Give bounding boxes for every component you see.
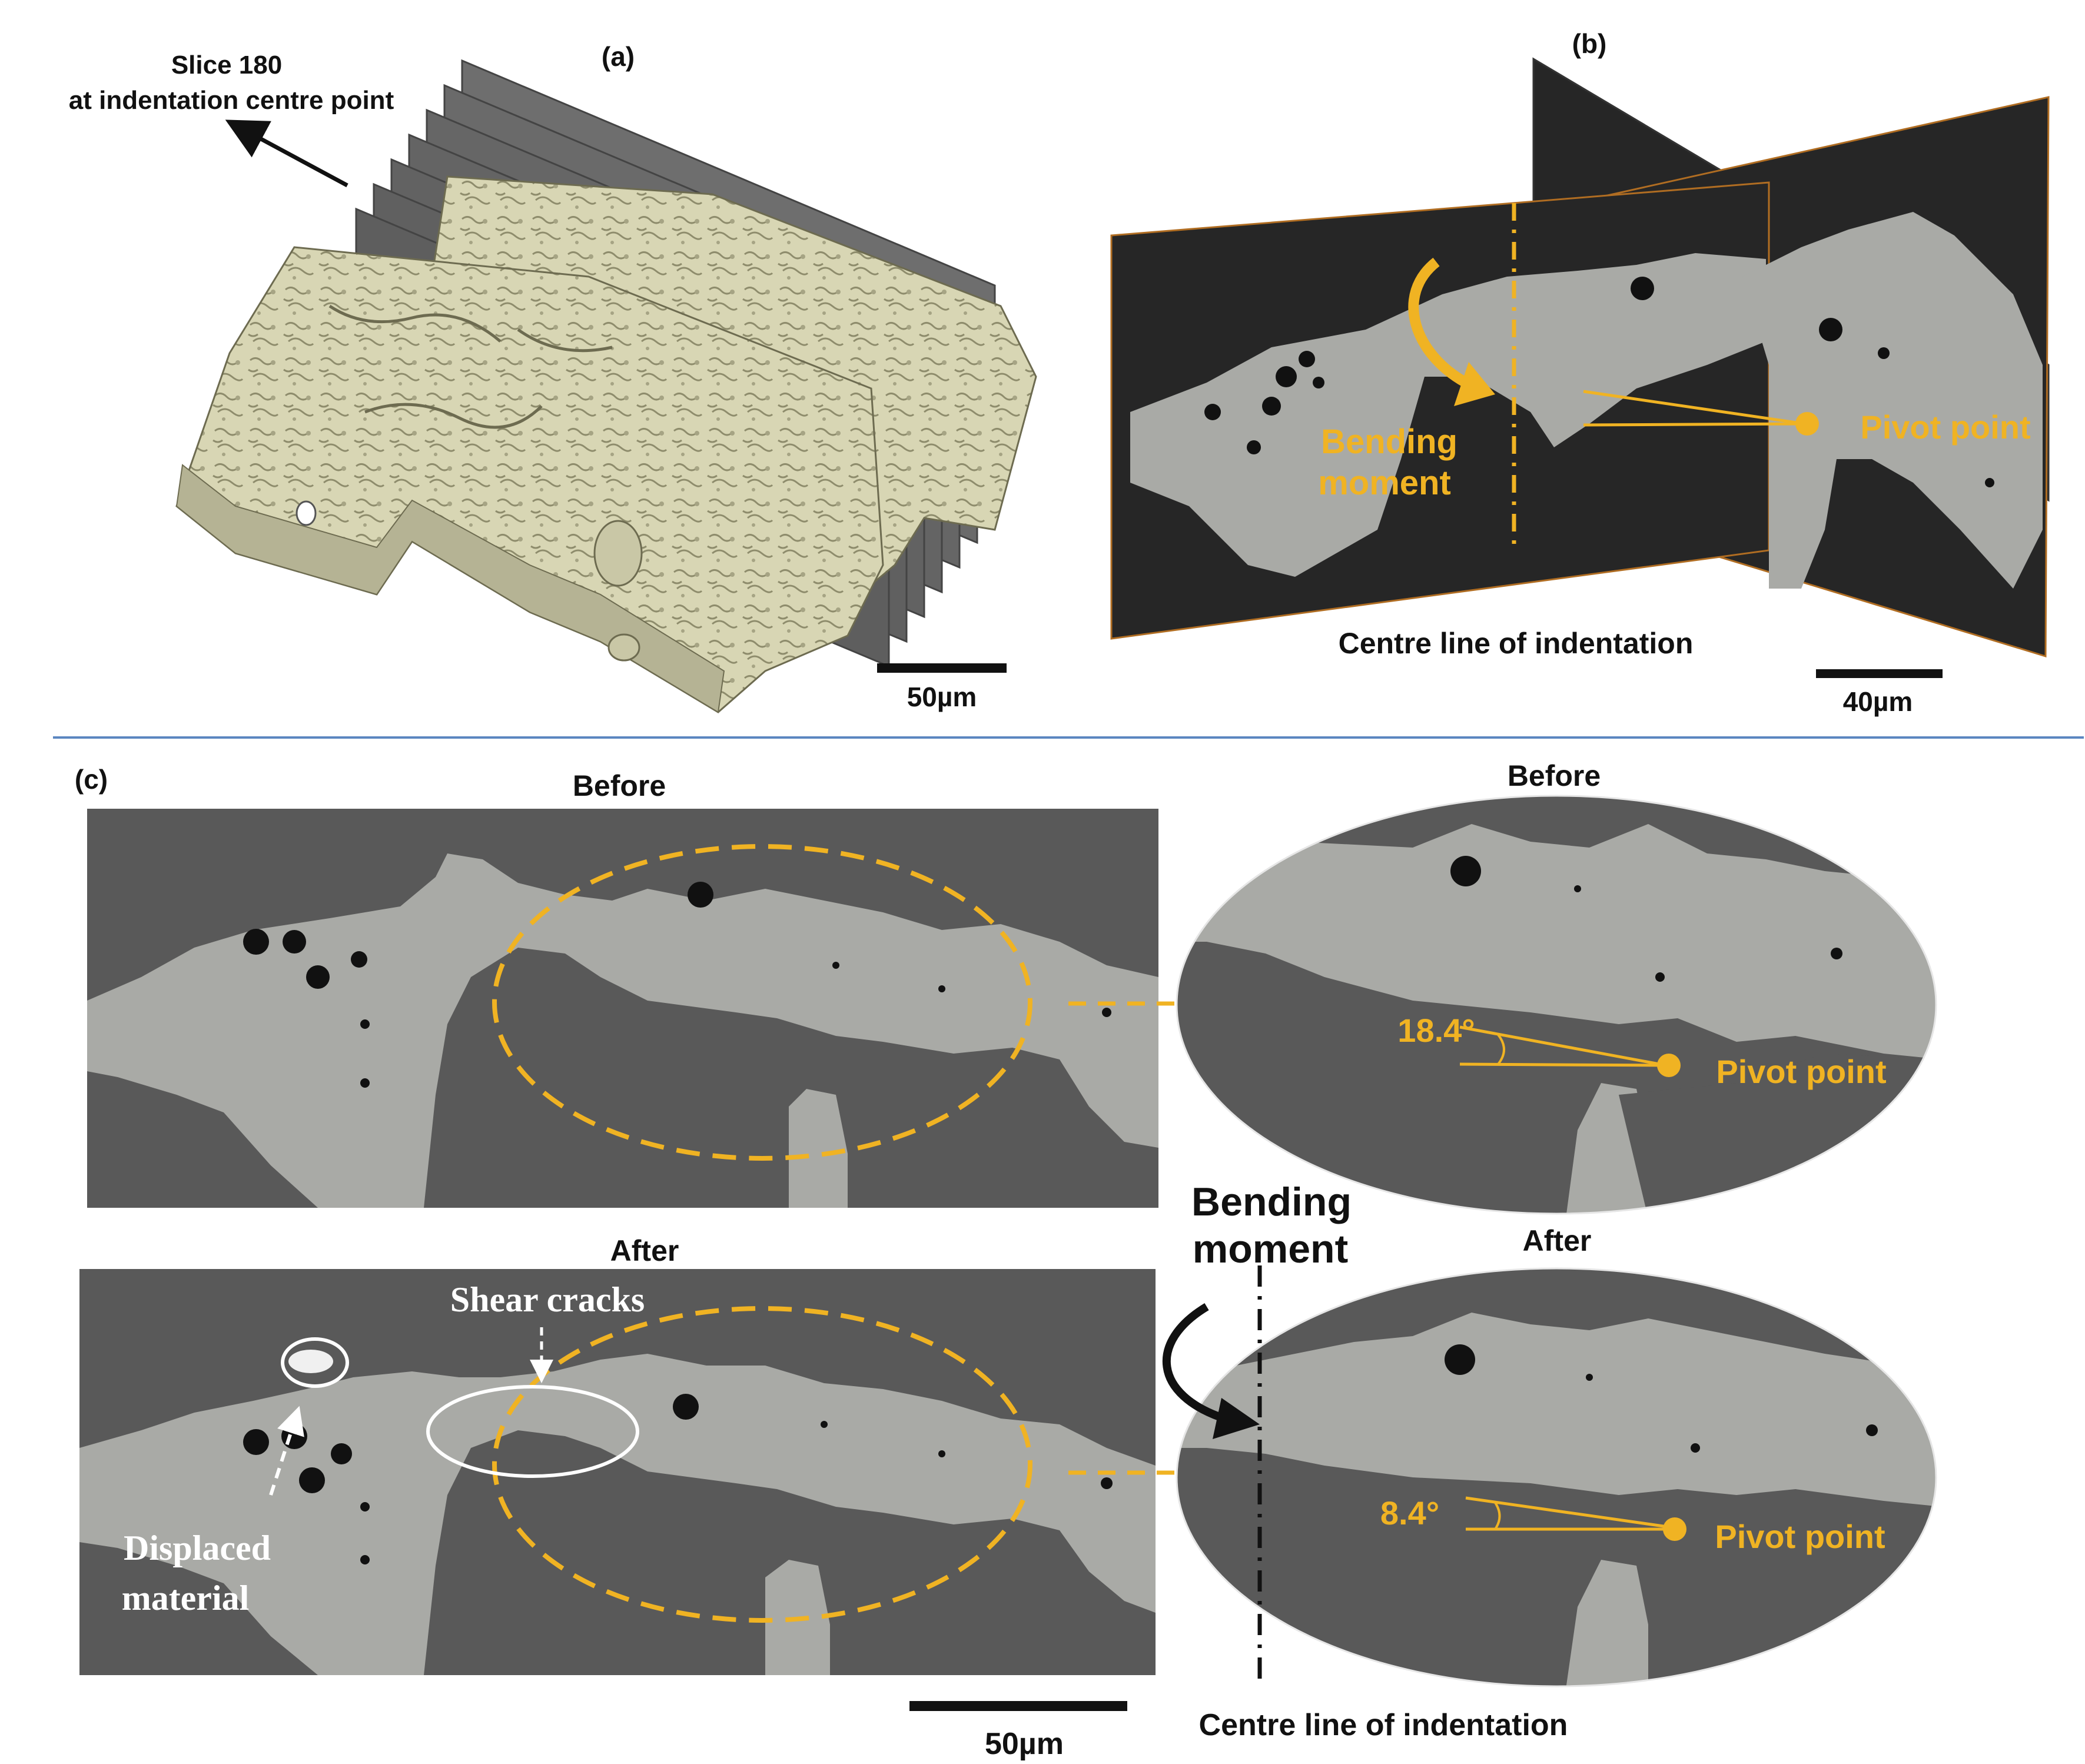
after-title: After: [610, 1234, 679, 1267]
panel-b-tag: (b): [1572, 28, 1607, 59]
pivot-label-after: Pivot point: [1715, 1518, 1885, 1555]
scale-bar-c: [909, 1701, 1127, 1711]
after-slice: [79, 1269, 1156, 1675]
scale-bar-a: [877, 663, 1007, 673]
bending-label-c-line2: moment: [1193, 1227, 1348, 1271]
zoom-after-frame: [1176, 1267, 1937, 1687]
pivot-line-upper-after: [1465, 1496, 1672, 1529]
panel-a-tag: (a): [602, 41, 635, 72]
before-title: Before: [573, 769, 666, 802]
displaced-label-line1: Displaced: [124, 1529, 271, 1567]
zoom-before-frame: [1176, 795, 1937, 1215]
displaced-material-arrow: [269, 1406, 304, 1496]
panel-c-tag: (c): [75, 764, 108, 795]
shear-crack-ellipse: [426, 1385, 639, 1478]
angle-arc-before: [1497, 1034, 1505, 1065]
bending-label-c-line1: Bending: [1191, 1180, 1352, 1224]
bone-matrix-b: [1130, 253, 1766, 577]
zoom-after-title: After: [1523, 1224, 1592, 1257]
panel-b: (b) Bending moment Pivot point Centre li…: [1110, 28, 2050, 717]
centre-line-label-c: Centre line of indentation: [1199, 1708, 1568, 1742]
pivot-line-lower-before: [1459, 1062, 1666, 1067]
zoom-before-title: Before: [1508, 759, 1601, 792]
bending-arrow-c: [1162, 1303, 1226, 1423]
slice-label-line2: at indentation centre point: [69, 86, 394, 115]
scale-bar-c-label: 50µm: [985, 1727, 1064, 1761]
before-slice: [87, 809, 1158, 1208]
displaced-label-line2: material: [122, 1579, 250, 1617]
angle-arc-after: [1494, 1501, 1501, 1530]
angle-after: 8.4°: [1380, 1494, 1439, 1532]
zoom-before: [1177, 796, 1936, 1214]
scale-bar-b-label: 40µm: [1843, 686, 1913, 717]
panel-c: (c) Before Before 18.4°: [75, 759, 1937, 1761]
pivot-point-after: [1663, 1517, 1686, 1541]
pivot-line-upper-before: [1459, 1025, 1666, 1067]
bending-label-b-line2: moment: [1318, 464, 1451, 502]
pivot-line-upper-b: [1583, 390, 1805, 426]
focus-ellipse-after: [492, 1306, 1032, 1623]
pivot-label-b: Pivot point: [1860, 408, 2030, 446]
zoom-after: [1177, 1268, 1936, 1686]
focus-ellipse-before: [492, 844, 1032, 1161]
slice-label-line1: Slice 180: [171, 51, 282, 79]
angle-before: 18.4°: [1397, 1012, 1475, 1049]
slice-pointer-arrow: [225, 119, 348, 188]
scale-bar-a-label: 50µm: [907, 682, 977, 712]
bending-arrow-b: [1408, 257, 1469, 387]
panel-a: (a) Slice 180 at indentation centre poin…: [69, 41, 1037, 713]
displaced-material-circle: [281, 1337, 349, 1388]
pivot-line-lower-b: [1583, 422, 1805, 427]
scale-bar-b: [1816, 669, 1943, 678]
centre-line-label-b: Centre line of indentation: [1339, 627, 1694, 660]
shear-cracks-label: Shear cracks: [450, 1280, 645, 1319]
bending-label-b-line1: Bending: [1321, 423, 1457, 461]
pivot-label-before: Pivot point: [1716, 1053, 1886, 1090]
pivot-point-before: [1657, 1054, 1681, 1077]
pivot-point-b: [1795, 412, 1819, 436]
3d-render: [175, 175, 1037, 713]
bone-matrix-side: [1742, 212, 2043, 589]
